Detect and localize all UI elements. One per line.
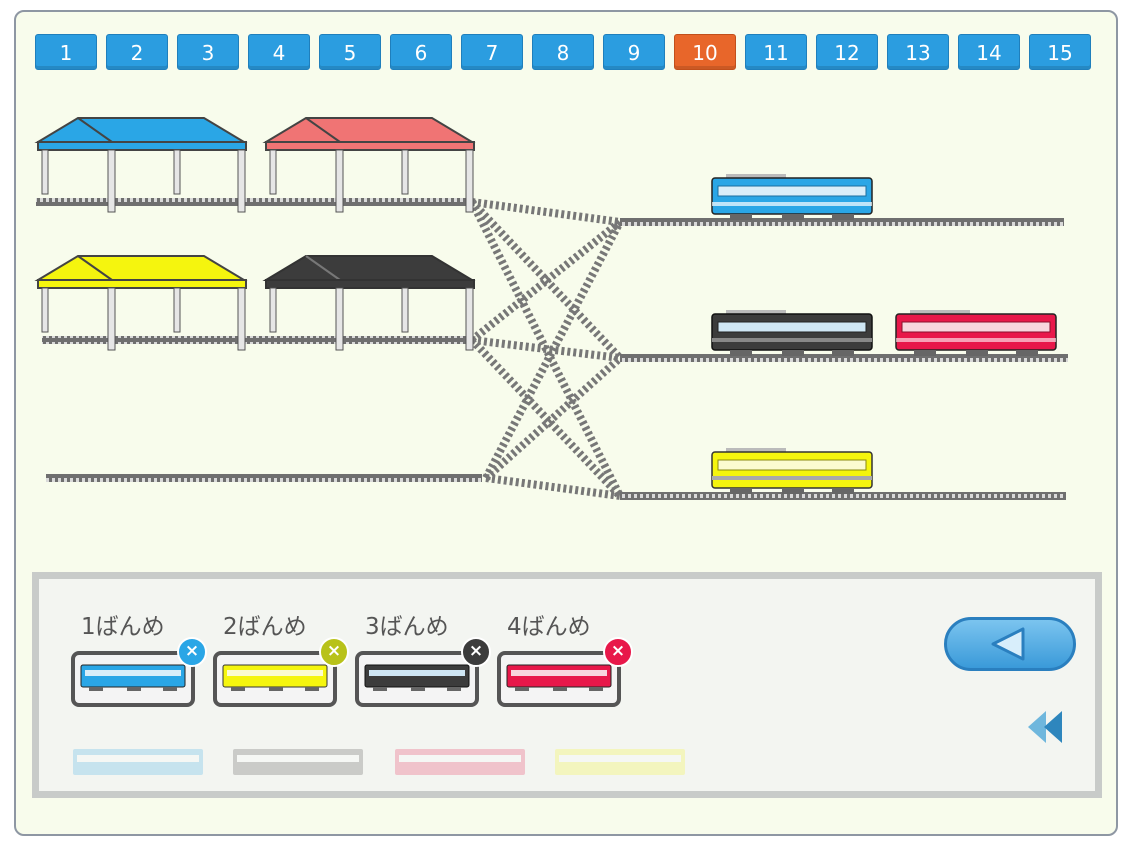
play-button[interactable] xyxy=(944,617,1076,671)
slot-1-remove-close-icon[interactable]: × xyxy=(177,637,207,667)
level-button-9[interactable]: 9 xyxy=(603,34,665,70)
level-button-10-active[interactable]: 10 xyxy=(674,34,736,70)
faded-train-yellow xyxy=(555,749,685,775)
rewind-icon xyxy=(1028,711,1062,743)
level-button-5[interactable]: 5 xyxy=(319,34,381,70)
level-button-15[interactable]: 15 xyxy=(1029,34,1091,70)
slot-2-remove-close-icon[interactable]: × xyxy=(319,637,349,667)
track-left-2 xyxy=(42,336,472,344)
station-black xyxy=(262,255,476,351)
slot-3-remove-close-icon[interactable]: × xyxy=(461,637,491,667)
triangle-left-icon xyxy=(991,627,1025,661)
train-yellow[interactable] xyxy=(711,448,873,494)
level-selector: 1 2 3 4 5 6 7 8 9 10 11 12 13 14 15 xyxy=(35,34,1091,70)
faded-train-red xyxy=(395,749,525,775)
track-junction xyxy=(468,198,624,500)
track-right-2 xyxy=(620,354,1068,362)
level-button-13[interactable]: 13 xyxy=(887,34,949,70)
slot-3-train-icon xyxy=(364,664,470,691)
faded-train-black xyxy=(233,749,363,775)
slot-1-train-icon xyxy=(80,664,186,691)
track-left-3 xyxy=(46,474,482,482)
station-yellow xyxy=(34,255,248,351)
game-frame: 1 2 3 4 5 6 7 8 9 10 11 12 13 14 15 xyxy=(14,10,1118,836)
level-button-1[interactable]: 1 xyxy=(35,34,97,70)
slot-4-remove-close-icon[interactable]: × xyxy=(603,637,633,667)
level-button-11[interactable]: 11 xyxy=(745,34,807,70)
train-blue[interactable] xyxy=(711,174,873,220)
order-tray: 1ばんめ × 2ばんめ × 3ばんめ xyxy=(32,572,1102,798)
level-button-8[interactable]: 8 xyxy=(532,34,594,70)
slot-2-label: 2ばんめ xyxy=(223,614,307,640)
track-right-3 xyxy=(620,492,1066,500)
rail-yard xyxy=(34,117,1068,500)
slot-2-train-icon xyxy=(222,664,328,691)
level-button-7[interactable]: 7 xyxy=(461,34,523,70)
level-button-3[interactable]: 3 xyxy=(177,34,239,70)
slot-1-label: 1ばんめ xyxy=(81,614,165,640)
station-blue xyxy=(34,117,248,213)
level-button-4[interactable]: 4 xyxy=(248,34,310,70)
slot-1-train[interactable] xyxy=(71,651,195,707)
slot-3-train[interactable] xyxy=(355,651,479,707)
slot-4-label: 4ばんめ xyxy=(507,614,591,640)
slot-4-train[interactable] xyxy=(497,651,621,707)
level-button-2[interactable]: 2 xyxy=(106,34,168,70)
track-left-1 xyxy=(36,198,472,206)
slot-2-train[interactable] xyxy=(213,651,337,707)
level-button-12[interactable]: 12 xyxy=(816,34,878,70)
rewind-button[interactable] xyxy=(1024,707,1070,747)
faded-train-blue xyxy=(73,749,203,775)
faded-train-palette xyxy=(73,749,685,775)
track-right-1 xyxy=(620,218,1064,226)
level-button-14[interactable]: 14 xyxy=(958,34,1020,70)
train-red[interactable] xyxy=(895,310,1057,356)
slot-3-label: 3ばんめ xyxy=(365,614,449,640)
train-black[interactable] xyxy=(711,310,873,356)
slot-4-train-icon xyxy=(506,664,612,691)
level-button-6[interactable]: 6 xyxy=(390,34,452,70)
station-red xyxy=(262,117,476,213)
